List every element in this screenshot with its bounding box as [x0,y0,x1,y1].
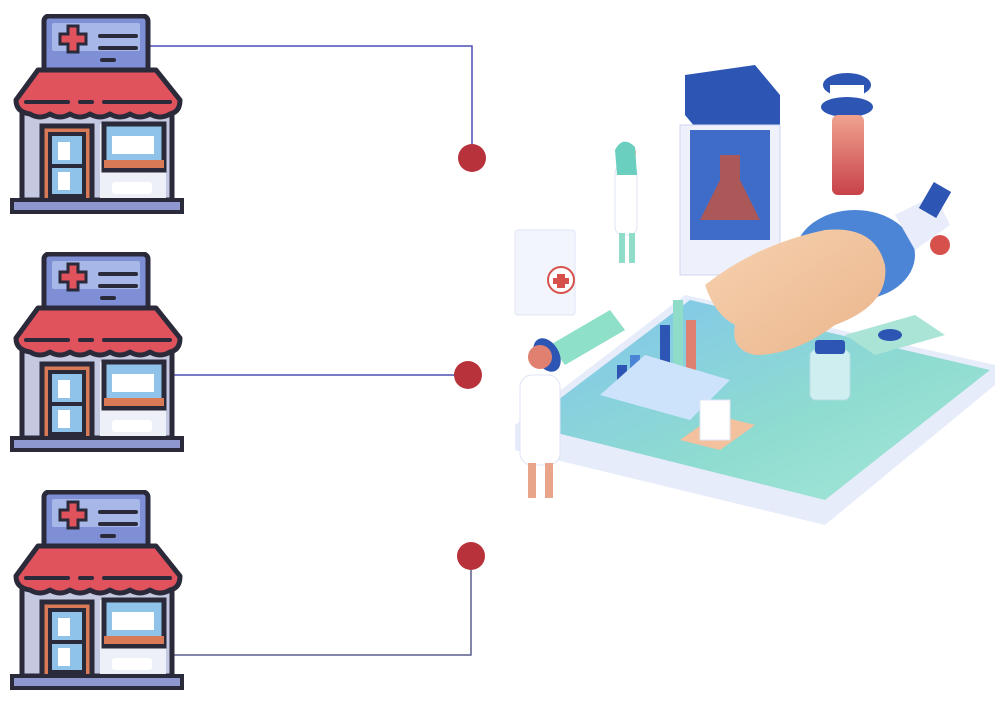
medical-lab-illustration [495,55,1000,540]
pharmacy-store-2 [8,252,186,452]
connector-line-3 [172,556,472,656]
connector-dot-3 [457,542,485,570]
pharmacy-store-icon [10,490,184,690]
pharmacy-store-icon [10,14,184,214]
connector-dot-2 [454,361,482,389]
connector-line-1 [150,45,473,158]
medical-lab-illustration-icon [514,65,995,525]
connector-dot-1 [458,144,486,172]
pharmacy-store-icon [10,252,184,452]
pharmacy-store-3 [8,490,186,690]
pharmacy-store-1 [8,14,186,214]
